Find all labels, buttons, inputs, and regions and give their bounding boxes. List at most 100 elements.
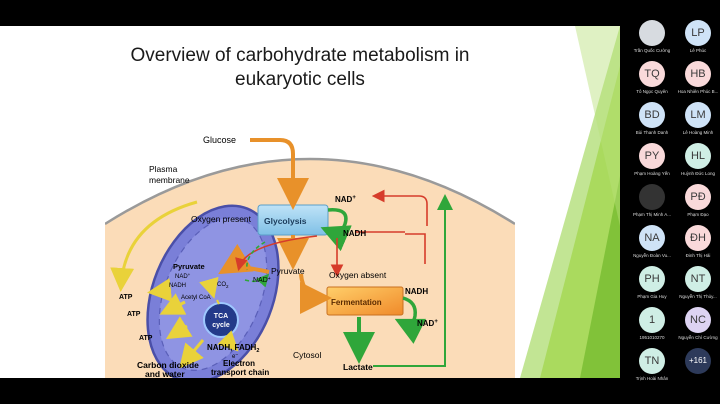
avatar-initials: NT <box>685 266 711 292</box>
avatar-initials: LP <box>685 20 711 46</box>
avatar-initials: HL <box>685 143 711 169</box>
svg-text:NAD+: NAD+ <box>175 272 191 280</box>
label-electron: e <box>232 354 236 360</box>
label-plasma-line-1: Plasma <box>149 164 178 174</box>
participant-name: Phạm Thị Minh A... <box>633 212 671 217</box>
participant-tile[interactable]: PH Phạm Gia Huy <box>630 262 674 306</box>
avatar-initials: LM <box>685 102 711 128</box>
label-nadh-top: NADH <box>343 229 366 238</box>
svg-text:NADH, FADH2: NADH, FADH2 <box>207 343 259 354</box>
avatar-initials: PĐ <box>685 184 711 210</box>
participant-name: Đinh Thị Hải <box>685 253 711 258</box>
avatar-initials: TQ <box>639 61 665 87</box>
label-nad-ferm: NAD <box>417 319 435 328</box>
participant-tile[interactable]: HL Huỳnh Đức Long <box>676 139 720 183</box>
presentation-slide: Overview of carbohydrate metabolism in e… <box>0 26 620 378</box>
label-etc-line-1: Electron <box>223 359 255 368</box>
participant-name: Phạm Gia Huy <box>637 294 667 299</box>
avatar-initials: NC <box>685 307 711 333</box>
plasma-membrane <box>105 157 515 226</box>
label-tca-line-2: cycle <box>212 322 230 329</box>
label-fermentation: Fermentation <box>331 298 382 307</box>
avatar-photo <box>639 20 665 46</box>
participant-name: Trần Quốc Cường <box>633 48 671 53</box>
label-etc-line-2: transport chain <box>211 368 269 377</box>
participant-name: Nguyễn Đoàn Vu... <box>633 253 671 258</box>
label-nad-top-sup: + <box>352 195 356 201</box>
slide-title-line-1: Overview of carbohydrate metabolism in <box>130 45 470 66</box>
more-participants-badge: +161 <box>685 348 711 374</box>
participant-tile[interactable]: LP Lê Phúc <box>676 16 720 60</box>
label-lactate: Lactate <box>343 362 373 372</box>
participant-tile[interactable]: PĐ Phạm Đạo <box>676 180 720 224</box>
participant-tile[interactable]: 1 1951010270 <box>630 303 674 347</box>
label-nadh-mito: NADH <box>169 283 186 289</box>
participant-tile[interactable]: NC Nguyễn Chí Cường <box>676 303 720 347</box>
participant-tile[interactable]: PY Phạm Hoàng Yến <box>630 139 674 183</box>
label-nad-pyruvate-sup: + <box>268 276 271 282</box>
label-atp-3: ATP <box>139 335 153 342</box>
participant-name: Hoa Nhiên Phúc B... <box>677 89 719 94</box>
avatar-initials: ĐH <box>685 225 711 251</box>
label-electron-sup: − <box>235 352 238 358</box>
participant-tile[interactable]: TQ Tô Ngọc Quyên <box>630 57 674 101</box>
avatar-initials: 1 <box>639 307 665 333</box>
label-co2: CO <box>217 282 226 288</box>
label-cytosol: Cytosol <box>293 350 321 360</box>
participant-tile[interactable]: HB Hoa Nhiên Phúc B... <box>676 57 720 101</box>
avatar-initials: NA <box>639 225 665 251</box>
label-glycolysis: Glycolysis <box>264 216 307 226</box>
svg-text:NAD+: NAD+ <box>335 195 356 204</box>
label-carbon-line-1: Carbon dioxide <box>137 360 199 370</box>
svg-text:NAD+: NAD+ <box>417 319 438 328</box>
avatar-initials: HB <box>685 61 711 87</box>
label-nadh-fadh: NADH, FADH <box>207 343 257 352</box>
label-acetyl-coa: Acetyl CoA <box>181 295 211 301</box>
svg-text:e−: e− <box>232 352 238 360</box>
participant-name: Lê Hoàng Minh <box>682 130 714 135</box>
label-tca-line-1: TCA <box>214 313 228 320</box>
participant-name: Bùi Thanh Danh <box>635 130 669 135</box>
participant-name: Tô Ngọc Quyên <box>636 89 668 94</box>
slide-title: Overview of carbohydrate metabolism in e… <box>110 44 490 92</box>
avatar-initials: BD <box>639 102 665 128</box>
label-glucose: Glucose <box>203 135 236 145</box>
participant-name: Phạm Đạo <box>687 212 709 217</box>
metabolism-diagram: Glucose Plasma membrane Glycolysis NAD+ … <box>105 135 515 378</box>
label-atp-2: ATP <box>127 311 141 318</box>
participant-tile[interactable]: NA Nguyễn Đoàn Vu... <box>630 221 674 265</box>
avatar-initials: PY <box>639 143 665 169</box>
top-bar <box>0 0 720 20</box>
svg-text:NAD+: NAD+ <box>253 276 271 284</box>
participant-name: Huỳnh Đức Long <box>680 171 716 176</box>
svg-text:CO2: CO2 <box>217 282 229 289</box>
label-oxygen-present: Oxygen present <box>191 214 252 224</box>
participant-tile[interactable]: ĐH Đinh Thị Hải <box>676 221 720 265</box>
label-atp-1: ATP <box>119 294 133 301</box>
participant-name: Nguyễn Chí Cường <box>678 335 718 340</box>
avatar-initials: PH <box>639 266 665 292</box>
label-carbon-line-2: and water <box>145 369 185 378</box>
participant-tile[interactable]: +161 <box>676 344 720 388</box>
participant-tile[interactable]: Phạm Thị Minh A... <box>630 180 674 224</box>
participant-name: 1951010270 <box>639 335 665 340</box>
label-nad-mito-sup: + <box>188 272 191 277</box>
label-nad-ferm-sup: + <box>434 319 438 325</box>
participant-tile[interactable]: LM Lê Hoàng Minh <box>676 98 720 142</box>
label-nad-mito: NAD <box>175 274 188 280</box>
label-oxygen-absent: Oxygen absent <box>329 270 387 280</box>
label-nad-top: NAD <box>335 195 353 204</box>
participant-name: Lê Phúc <box>689 48 707 53</box>
label-nadh-ferm: NADH <box>405 287 428 296</box>
slide-title-line-2: eukaryotic cells <box>235 69 365 90</box>
label-nad-pyruvate: NAD <box>253 277 268 284</box>
participant-name: Phạm Hoàng Yến <box>634 171 670 176</box>
participant-tile[interactable]: BD Bùi Thanh Danh <box>630 98 674 142</box>
tca-cycle-circle <box>203 302 239 338</box>
participant-tile[interactable]: Trần Quốc Cường <box>630 16 674 60</box>
green-triangle-decoration <box>520 26 620 378</box>
label-plasma-line-2: membrane <box>149 175 190 185</box>
